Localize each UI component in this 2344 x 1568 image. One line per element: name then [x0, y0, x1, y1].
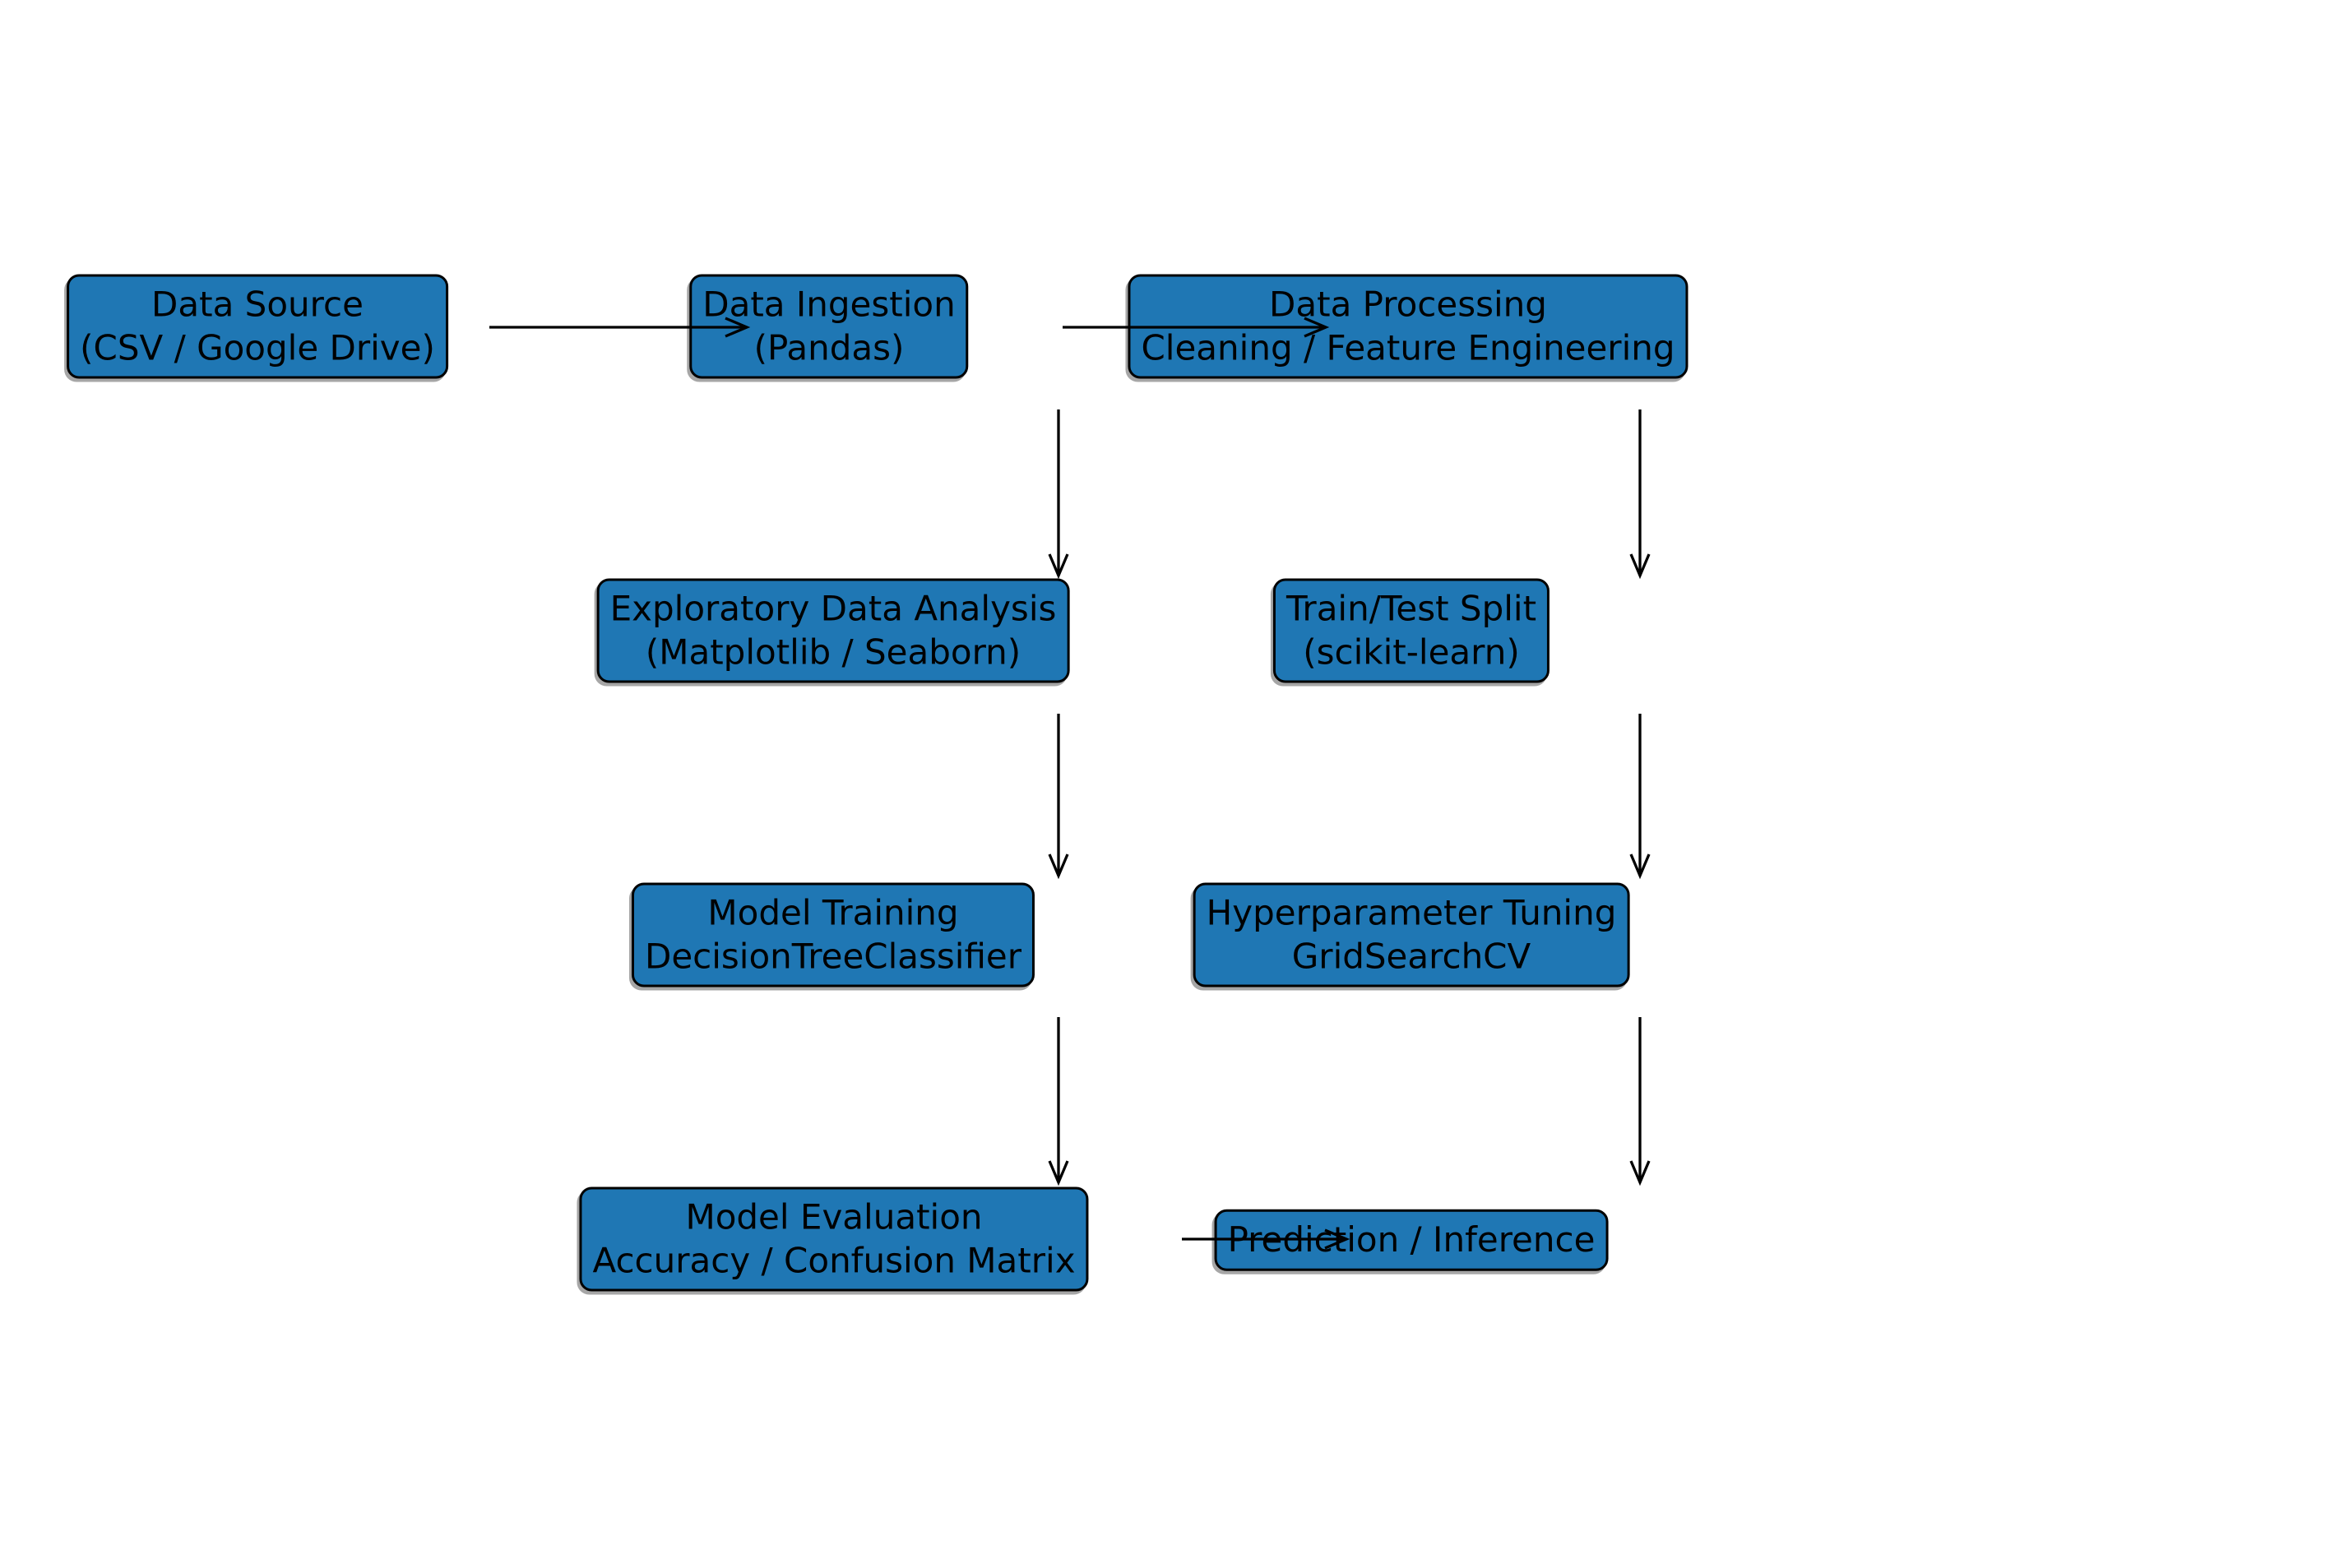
node-prediction-inference: Prediction / Inference [1214, 1209, 1609, 1271]
arrow-data-processing-to-exploratory-data-analysis [1048, 409, 1069, 580]
node-train-test-split: Train/Test Split (scikit-learn) [1272, 578, 1550, 683]
arrow-data-processing-to-train-test-split [1629, 409, 1651, 580]
node-exploratory-data-analysis: Exploratory Data Analysis (Matplotlib / … [596, 578, 1070, 683]
node-data-processing: Data Processing Cleaning / Feature Engin… [1128, 274, 1689, 379]
arrow-model-training-to-model-evaluation [1048, 1017, 1069, 1186]
node-model-evaluation: Model Evaluation Accuracy / Confusion Ma… [579, 1186, 1089, 1292]
arrow-exploratory-data-analysis-to-model-training [1048, 714, 1069, 880]
node-hyperparameter-tuning: Hyperparameter Tuning GridSearchCV [1193, 882, 1630, 988]
arrow-train-test-split-to-hyperparameter-tuning [1629, 714, 1651, 880]
node-data-ingestion: Data Ingestion (Pandas) [689, 274, 969, 379]
arrow-hyperparameter-tuning-to-prediction-inference [1629, 1017, 1651, 1186]
node-model-training: Model Training DecisionTreeClassifier [631, 882, 1035, 988]
node-data-source: Data Source (CSV / Google Drive) [67, 274, 448, 379]
